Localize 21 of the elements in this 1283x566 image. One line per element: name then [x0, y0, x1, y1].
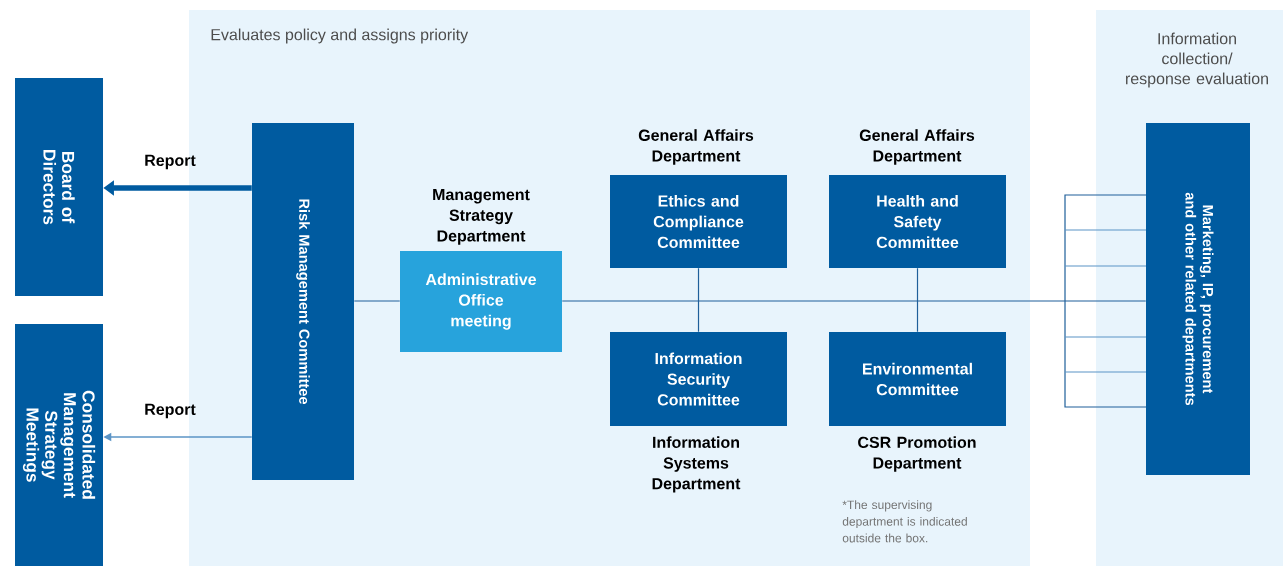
department-label: Information Systems Department: [652, 436, 741, 493]
connector-line: [353, 300, 401, 302]
department-label: CSR Promotion Department: [858, 436, 976, 472]
note-text: *The supervising department is indicated outside the box.: [842, 500, 967, 543]
meeting-box: Administrative Office meeting: [400, 251, 562, 352]
committee-box: Environmental Committee: [829, 332, 1006, 426]
committee-box: Health and Safety Committee: [829, 175, 1006, 268]
department-label: Management Strategy Department: [433, 189, 530, 245]
connector-line: [697, 267, 700, 333]
committee-box: Risk Management Committee: [252, 123, 354, 480]
committee-box: Information Security Committee: [610, 332, 787, 426]
committee-box: Marketing, IP, procurement and other related departments: [1146, 123, 1250, 475]
connector-line: [916, 267, 919, 333]
edge-label: Report: [145, 403, 196, 419]
department-label: General Affairs Department: [638, 129, 754, 165]
department-label: General Affairs Department: [859, 129, 975, 165]
edge-label: Report: [145, 154, 196, 170]
body-box: Board of Directors: [15, 78, 103, 296]
body-box: Consolidated Management Strategy Meetings: [15, 324, 103, 566]
connector-line: [561, 300, 1147, 302]
committee-box: Ethics and Compliance Committee: [610, 175, 787, 268]
